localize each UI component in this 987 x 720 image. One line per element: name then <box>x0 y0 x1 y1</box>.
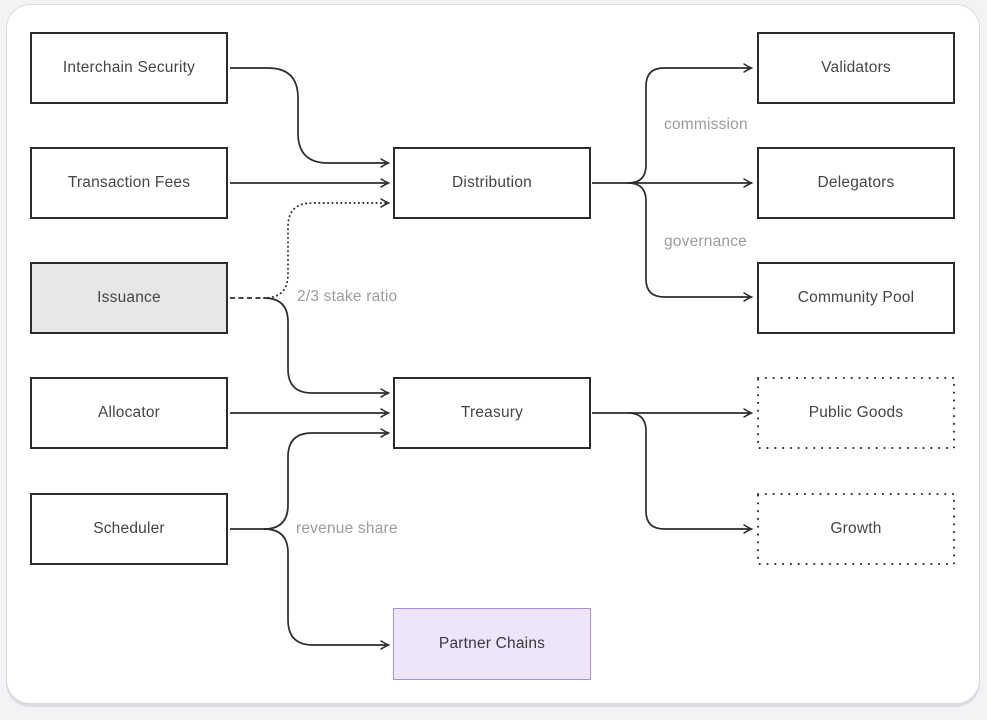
node-validators: Validators <box>757 32 955 104</box>
node-transaction-fees: Transaction Fees <box>30 147 228 219</box>
edge-label-stake-ratio: 2/3 stake ratio <box>297 288 398 305</box>
node-partner-chains: Partner Chains <box>393 608 591 680</box>
node-public-goods: Public Goods <box>808 404 904 421</box>
edge-label-revenue-share: revenue share <box>296 520 398 537</box>
node-allocator: Allocator <box>30 377 228 449</box>
node-issuance: Issuance <box>30 262 228 334</box>
node-growth: Growth <box>830 520 882 537</box>
node-delegators: Delegators <box>757 147 955 219</box>
node-interchain-security: Interchain Security <box>30 32 228 104</box>
edge-label-commission: commission <box>664 116 748 133</box>
node-community-pool: Community Pool <box>757 262 955 334</box>
diagram-card <box>6 4 980 704</box>
node-distribution: Distribution <box>393 147 591 219</box>
node-scheduler: Scheduler <box>30 493 228 565</box>
node-treasury: Treasury <box>393 377 591 449</box>
edge-label-governance: governance <box>664 233 748 250</box>
